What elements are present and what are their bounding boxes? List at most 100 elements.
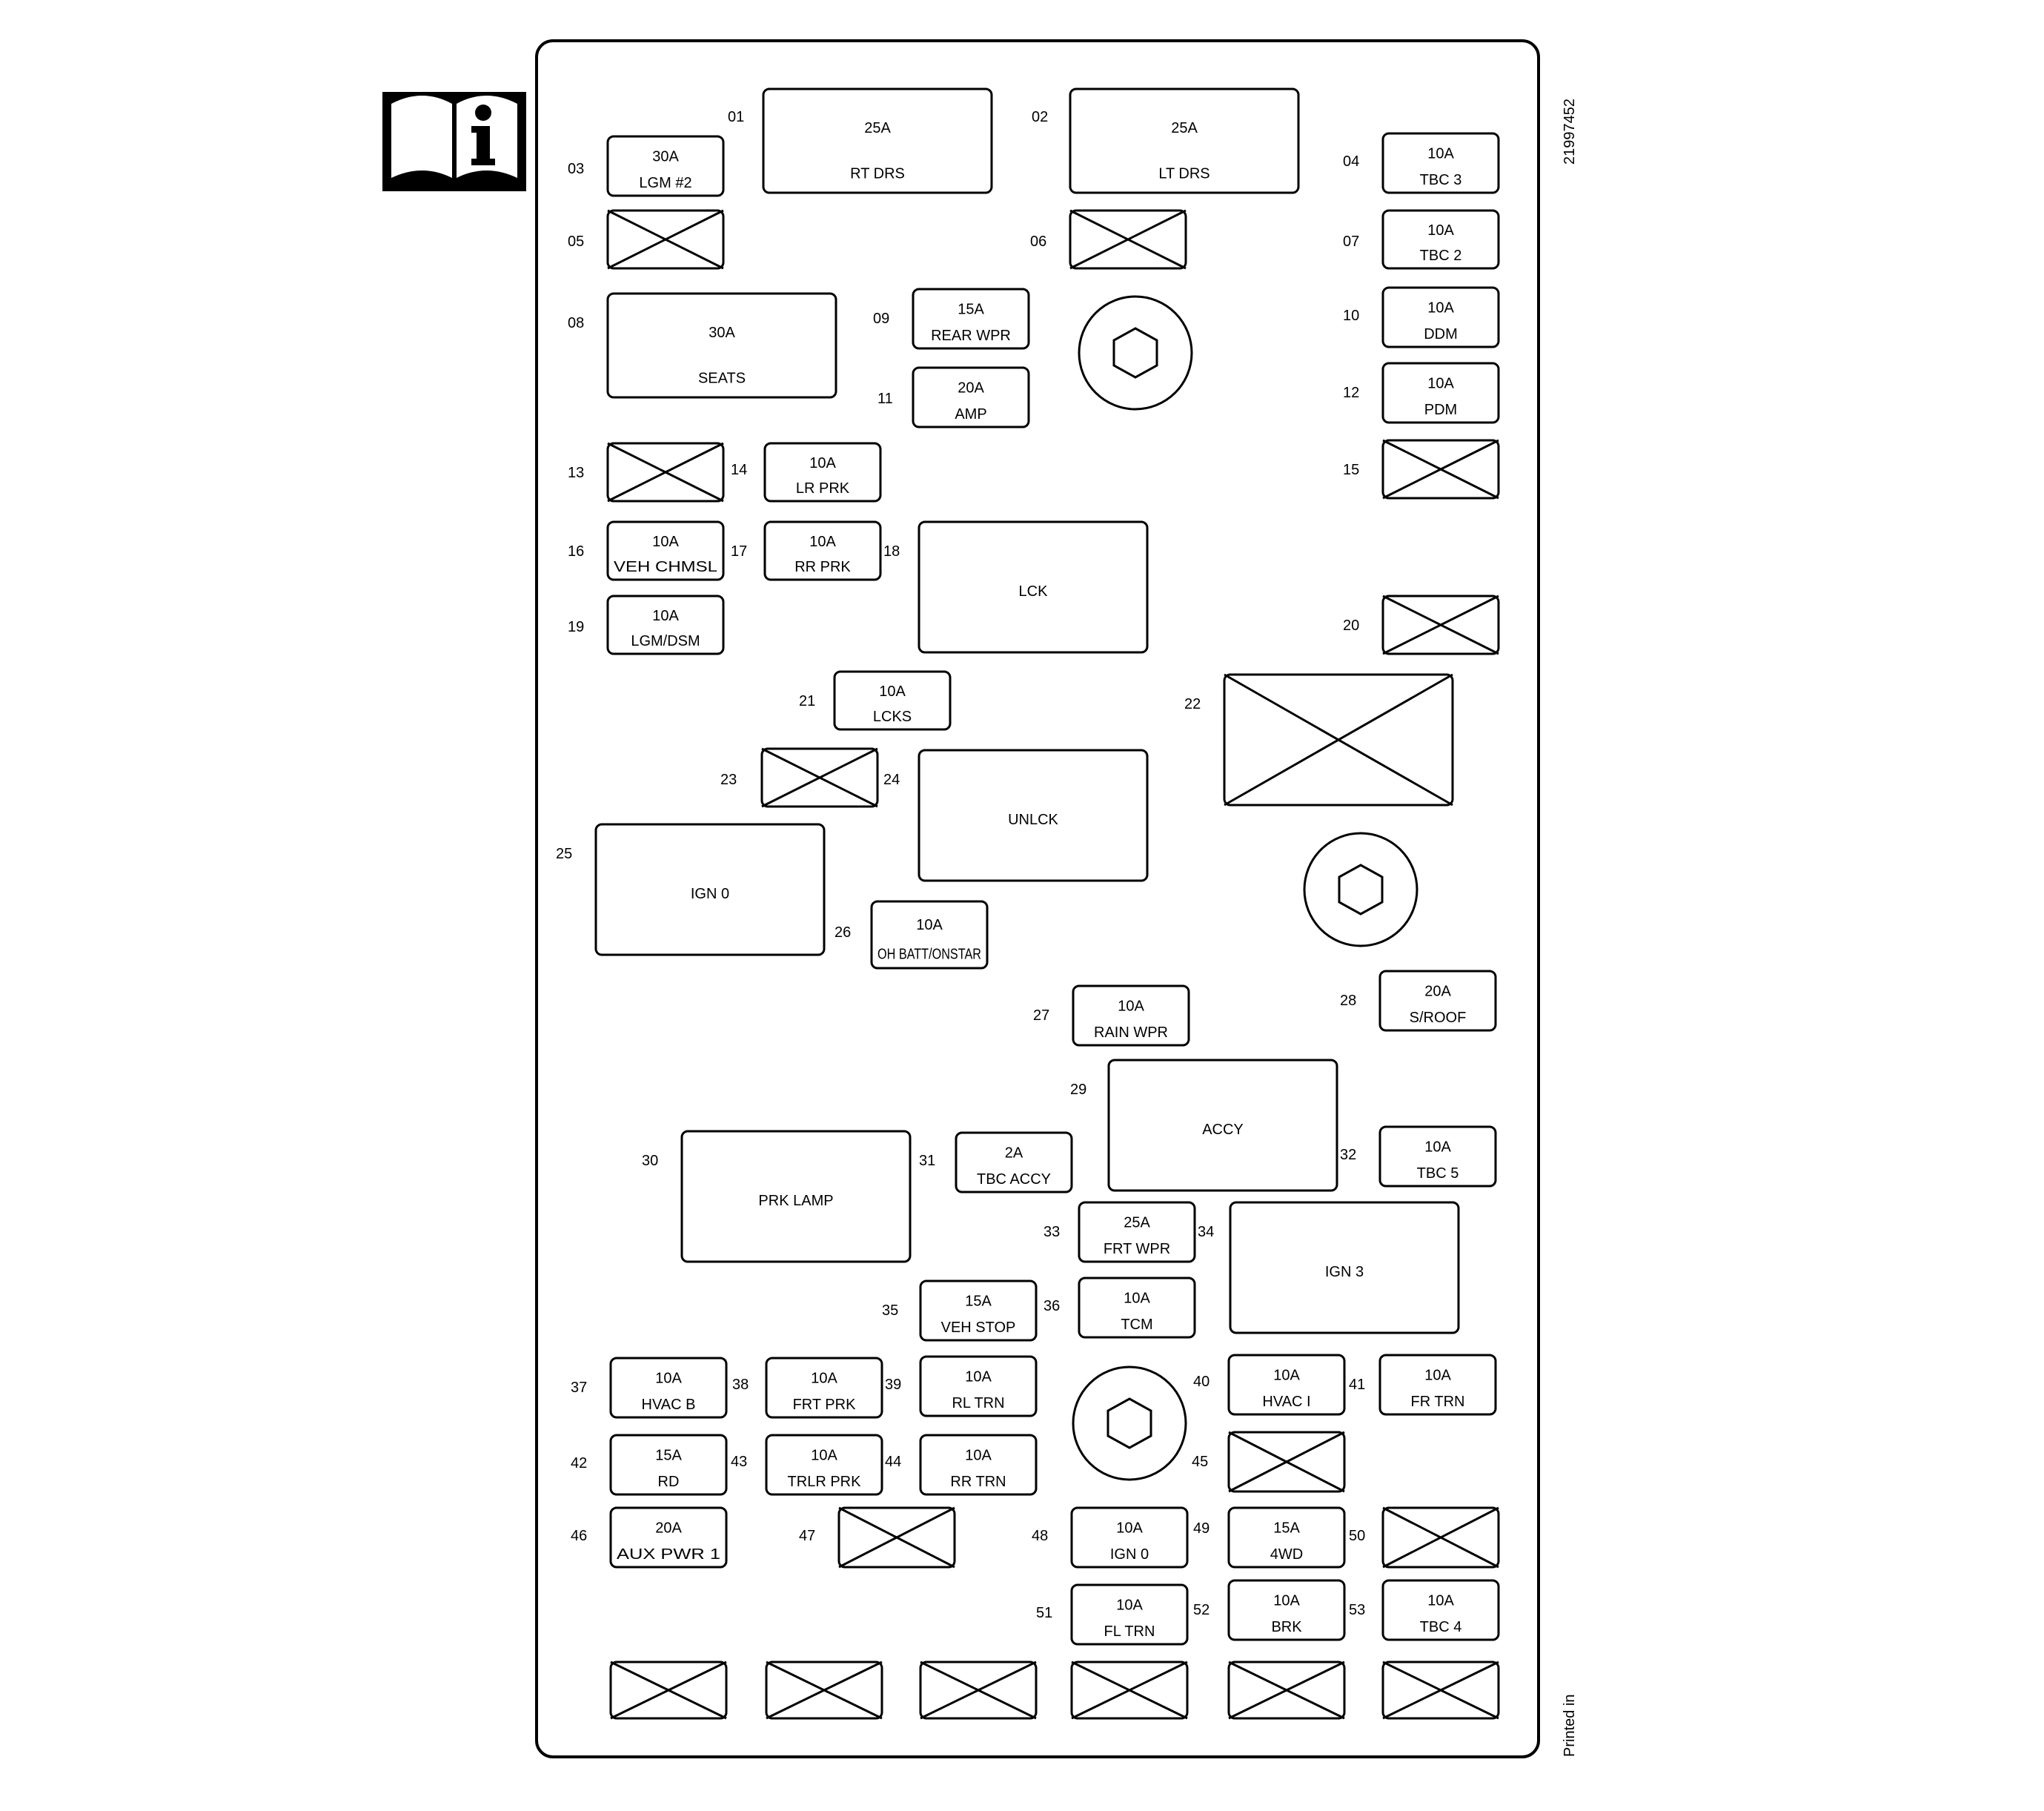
- fuse-amperage: 25A: [864, 120, 891, 136]
- fuse-name: VEH STOP: [941, 1320, 1016, 1336]
- slot-number: 15: [1343, 462, 1359, 478]
- fuse-08: 30A SEATS 08: [568, 292, 837, 399]
- relay-name: IGN 0: [691, 886, 729, 902]
- empty-slot-15: 15: [1343, 439, 1500, 500]
- fuse-name: FRT PRK: [793, 1397, 856, 1413]
- fuse-name: VEH CHMSL: [614, 559, 717, 575]
- slot-number: 32: [1340, 1147, 1356, 1163]
- empty-slot-50: 50: [1349, 1506, 1500, 1569]
- fuse-name: LT DRS: [1158, 165, 1210, 182]
- fuse-amperage: 15A: [958, 302, 984, 318]
- slot-number: 53: [1349, 1602, 1365, 1618]
- fuse-name: LCKS: [873, 709, 912, 725]
- fuse-name: TBC 4: [1420, 1619, 1462, 1635]
- fuse-amperage: 30A: [709, 325, 735, 341]
- slot-number: 09: [873, 311, 889, 327]
- fuse-amperage: 10A: [1116, 1520, 1143, 1537]
- spare-slot: [1070, 1661, 1189, 1720]
- slot-number: 26: [834, 924, 851, 941]
- fuse-amperage: 20A: [1424, 984, 1451, 1000]
- fuse-name: RR PRK: [794, 559, 851, 575]
- slot-number: 28: [1340, 993, 1356, 1009]
- fuse-name: TBC 2: [1420, 248, 1462, 264]
- spare-slot: [1227, 1661, 1346, 1720]
- fuse-name: TBC 5: [1417, 1165, 1459, 1182]
- fuse-amperage: 25A: [1124, 1215, 1150, 1231]
- slot-number: 27: [1033, 1007, 1049, 1024]
- slot-number: 16: [568, 543, 584, 560]
- slot-number: 01: [728, 109, 744, 125]
- slot-number: 34: [1198, 1224, 1214, 1240]
- fuse-name: RT DRS: [850, 165, 905, 182]
- fuse-name: HVAC I: [1262, 1394, 1310, 1410]
- fuse-name: RAIN WPR: [1094, 1024, 1168, 1041]
- slot-number: 03: [568, 161, 584, 177]
- slot-number: 51: [1036, 1605, 1052, 1621]
- slot-number: 33: [1043, 1224, 1060, 1240]
- fuse-amperage: 10A: [965, 1448, 992, 1464]
- fuse-name: AUX PWR 1: [617, 1546, 720, 1563]
- fuse-amperage: 10A: [652, 608, 679, 624]
- empty-slot-13: 13: [568, 442, 725, 503]
- slot-number: 14: [731, 462, 747, 478]
- fuse-09: 15A REAR WPR 09: [873, 288, 1030, 350]
- fuse-amperage: 10A: [809, 455, 836, 471]
- fuse-amperage: 20A: [655, 1520, 682, 1537]
- relay-name: UNLCK: [1008, 812, 1058, 828]
- fuse-block-outline: [535, 39, 1540, 1758]
- slot-number: 11: [877, 391, 893, 407]
- fuse-amperage: 10A: [811, 1448, 837, 1464]
- fuse-amperage: 10A: [965, 1369, 992, 1385]
- fuse-01: 25A RT DRS 01: [728, 87, 993, 194]
- fuse-name: LGM #2: [639, 175, 691, 191]
- fuse-name: HVAC B: [642, 1397, 696, 1413]
- fuse-name: 4WD: [1270, 1546, 1303, 1563]
- fuse-amperage: 15A: [655, 1448, 682, 1464]
- fuse-amperage: 10A: [1273, 1593, 1300, 1609]
- fuse-name: SEATS: [698, 370, 746, 386]
- printed-in-text: Printed in: [1562, 1695, 1578, 1758]
- slot-number: 08: [568, 315, 584, 331]
- slot-number: 06: [1030, 234, 1046, 250]
- fuse-name: TCM: [1121, 1317, 1152, 1333]
- slot-number: 31: [919, 1153, 935, 1169]
- fuse-name: REAR WPR: [931, 328, 1011, 344]
- slot-number: 38: [732, 1377, 749, 1393]
- fuse-name: LR PRK: [796, 480, 850, 497]
- spare-slot: [919, 1661, 1038, 1720]
- manual-info-icon: [382, 92, 526, 191]
- fuse-name: TBC ACCY: [977, 1171, 1051, 1188]
- fuse-amperage: 10A: [1424, 1368, 1451, 1384]
- slot-number: 04: [1343, 153, 1359, 170]
- fuse-name: AMP: [955, 406, 986, 423]
- fuse-name: OH BATT/ONSTAR: [877, 946, 981, 962]
- fuse-amperage: 10A: [1427, 146, 1454, 162]
- slot-number: 35: [882, 1302, 898, 1319]
- mounting-stud: [1072, 1365, 1187, 1481]
- fuse-amperage: 25A: [1171, 120, 1198, 136]
- spare-slot: [765, 1661, 883, 1720]
- slot-number: 44: [885, 1454, 901, 1470]
- slot-number: 48: [1032, 1528, 1048, 1544]
- fuse-amperage: 20A: [958, 380, 984, 397]
- fuse-amperage: 10A: [1427, 376, 1454, 392]
